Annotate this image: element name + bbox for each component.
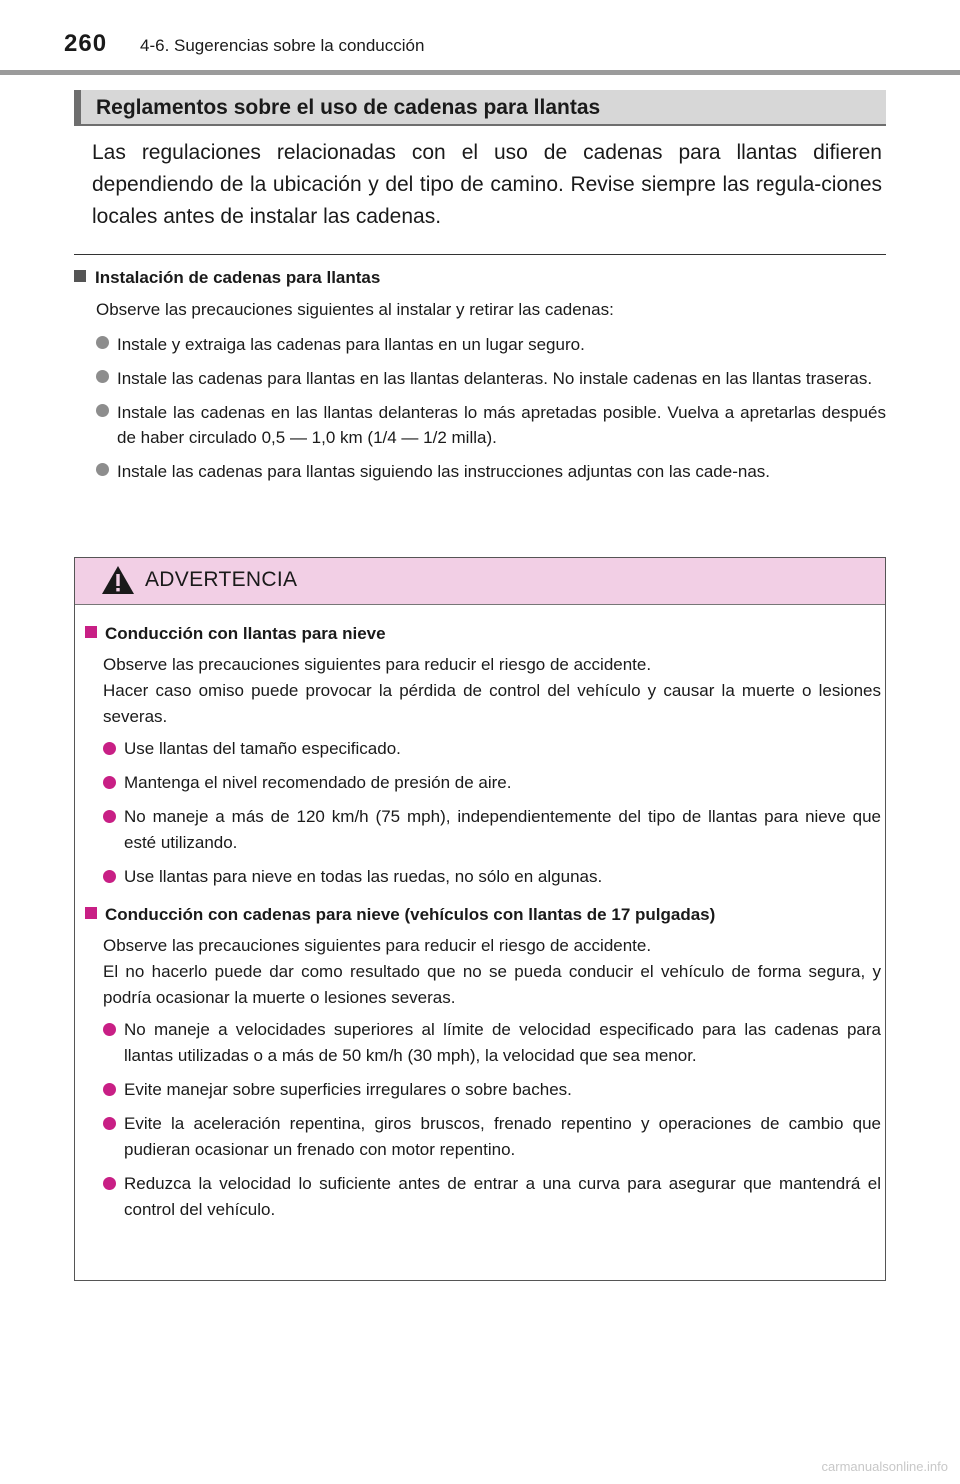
list-item: Reduzca la velocidad lo suficiente antes… [103, 1171, 881, 1223]
warning-section-text: Observe las precauciones siguientes para… [103, 655, 652, 674]
circle-bullet-icon [103, 742, 116, 755]
list-item: No maneje a más de 120 km/h (75 mph), in… [103, 804, 881, 856]
warning-section-snow-tires: Conducción con llantas para nieve Observ… [85, 622, 881, 898]
section-heading: Reglamentos sobre el uso de cadenas para… [74, 90, 886, 126]
warning-section-heading: Conducción con cadenas para nieve (vehíc… [85, 903, 881, 927]
circle-bullet-icon [103, 1177, 116, 1190]
list-item: Instale las cadenas para llantas en las … [96, 366, 886, 391]
circle-bullet-icon [96, 336, 109, 349]
list-item: Instale las cadenas para llantas siguien… [96, 459, 886, 484]
warning-list: Use llantas del tamaño especificado. Man… [103, 736, 881, 890]
square-bullet-icon [85, 626, 97, 638]
list-item: Use llantas del tamaño especificado. [103, 736, 881, 762]
circle-bullet-icon [96, 404, 109, 417]
warning-section-title: Conducción con cadenas para nieve (vehíc… [105, 905, 716, 924]
list-item: No maneje a velocidades superiores al lí… [103, 1017, 881, 1069]
list-item-text: Evite manejar sobre superficies irregula… [124, 1080, 572, 1099]
watermark: carmanualsonline.info [821, 1459, 948, 1474]
installation-title: Instalación de cadenas para llantas [95, 268, 381, 287]
list-item-text: Reduzca la velocidad lo suficiente antes… [124, 1174, 881, 1219]
list-item-text: Mantenga el nivel recomendado de presión… [124, 773, 512, 792]
circle-bullet-icon [103, 1117, 116, 1130]
circle-bullet-icon [96, 463, 109, 476]
circle-bullet-icon [96, 370, 109, 383]
list-item: Instale las cadenas en las llantas delan… [96, 400, 886, 450]
list-item: Evite manejar sobre superficies irregula… [103, 1077, 881, 1103]
list-item: Mantenga el nivel recomendado de presión… [103, 770, 881, 796]
warning-section-text: El no hacerlo puede dar como resultado q… [103, 962, 881, 1007]
warning-title: ADVERTENCIA [145, 568, 298, 591]
list-item: Use llantas para nieve en todas las rued… [103, 864, 881, 890]
installation-intro: Observe las precauciones siguientes al i… [96, 300, 614, 319]
warning-header: ADVERTENCIA [75, 558, 885, 605]
list-item-text: Use llantas para nieve en todas las rued… [124, 867, 603, 886]
list-item-text: Use llantas del tamaño especificado. [124, 739, 401, 758]
list-item-text: Instale y extraiga las cadenas para llan… [117, 335, 585, 354]
square-bullet-icon [85, 907, 97, 919]
list-item-text: No maneje a velocidades superiores al lí… [124, 1020, 881, 1065]
section-intro: Las regulaciones relacionadas con el uso… [92, 141, 882, 228]
circle-bullet-icon [103, 810, 116, 823]
section-divider [74, 254, 886, 255]
list-item-text: Instale las cadenas para llantas siguien… [117, 462, 771, 481]
circle-bullet-icon [103, 1023, 116, 1036]
header-divider [0, 70, 960, 75]
circle-bullet-icon [103, 776, 116, 789]
installation-heading: Instalación de cadenas para llantas [74, 268, 380, 288]
warning-section-heading: Conducción con llantas para nieve [85, 622, 881, 646]
warning-triangle-icon [102, 566, 134, 594]
installation-list: Instale y extraiga las cadenas para llan… [96, 332, 886, 493]
warning-section-snow-chains: Conducción con cadenas para nieve (vehíc… [85, 903, 881, 1231]
warning-list: No maneje a velocidades superiores al lí… [103, 1017, 881, 1223]
list-item-text: No maneje a más de 120 km/h (75 mph), in… [124, 807, 881, 852]
list-item-text: Evite la aceleración repentina, giros br… [124, 1114, 881, 1159]
warning-section-text: Observe las precauciones siguientes para… [103, 936, 652, 955]
list-item: Evite la aceleración repentina, giros br… [103, 1111, 881, 1163]
list-item-text: Instale las cadenas para llantas en las … [117, 369, 873, 388]
list-item-text: Instale las cadenas en las llantas delan… [117, 403, 886, 447]
circle-bullet-icon [103, 870, 116, 883]
list-item: Instale y extraiga las cadenas para llan… [96, 332, 886, 357]
warning-section-text: Hacer caso omiso puede provocar la pérdi… [103, 681, 881, 726]
page-number: 260 [64, 30, 108, 57]
square-bullet-icon [74, 270, 86, 282]
section-path: 4-6. Sugerencias sobre la conducción [140, 36, 425, 55]
warning-section-title: Conducción con llantas para nieve [105, 624, 386, 643]
circle-bullet-icon [103, 1083, 116, 1096]
warning-box: ADVERTENCIA Conducción con llantas para … [74, 557, 886, 1281]
